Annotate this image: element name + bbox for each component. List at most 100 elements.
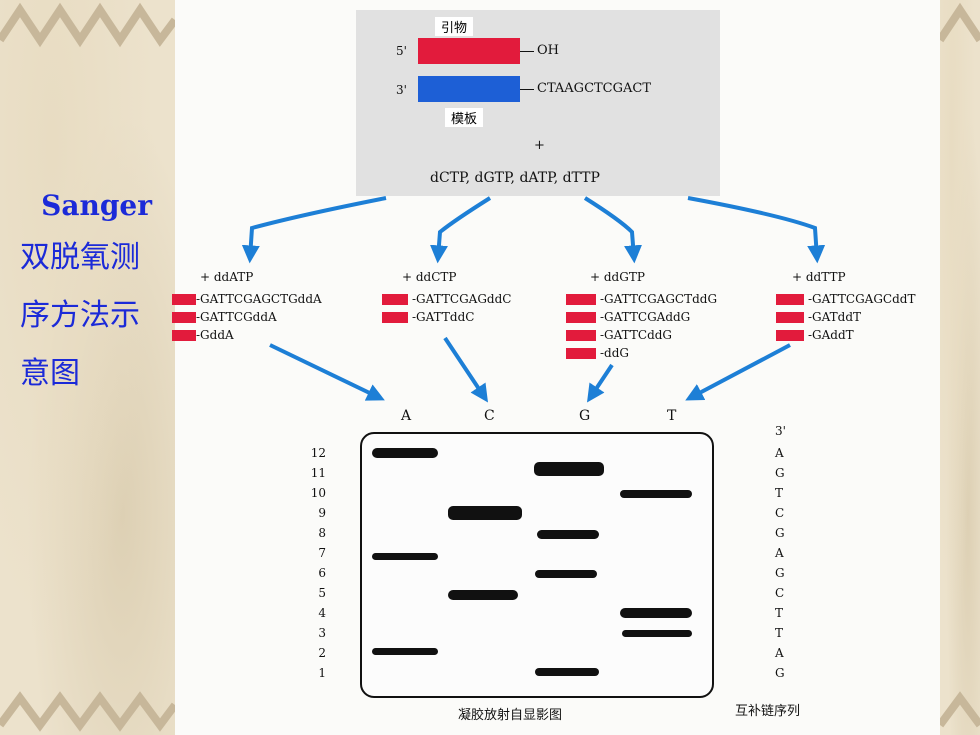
fragment-bar xyxy=(776,312,804,323)
fragment-bar xyxy=(382,312,408,323)
template-bar xyxy=(418,76,520,102)
band-number: 5 xyxy=(318,586,326,600)
gel-band xyxy=(448,590,518,600)
fragment-label: -GAddT xyxy=(808,328,854,342)
complement-base: C xyxy=(775,506,785,520)
arrow-c-to-gel xyxy=(443,336,488,403)
gel-band xyxy=(537,530,599,539)
complement-base: A xyxy=(775,546,784,560)
fragment-bar xyxy=(566,312,596,323)
zigzag-decoration-top-right xyxy=(940,2,980,43)
fragment-label: -GATTCGAGddC xyxy=(412,292,512,306)
fragment-label: -GATTddC xyxy=(412,310,475,324)
side-title-line4: 意图 xyxy=(20,356,80,391)
five-prime-label: 5' xyxy=(396,44,407,58)
complement-base: G xyxy=(775,666,785,680)
complement-base: A xyxy=(775,646,784,660)
complement-base: T xyxy=(775,606,784,620)
primer-end-label: OH xyxy=(537,43,559,58)
complement-base: A xyxy=(775,446,784,460)
band-number: 12 xyxy=(310,446,326,460)
complement-base: G xyxy=(775,566,785,580)
band-number: 9 xyxy=(318,506,326,520)
primer-line xyxy=(520,51,534,52)
gel-band xyxy=(448,506,522,520)
band-number: 1 xyxy=(318,666,326,680)
side-title-line2: 双脱氧测 xyxy=(20,240,140,275)
gel-band xyxy=(620,490,692,498)
band-number: 7 xyxy=(318,546,326,560)
zigzag-decoration-top-left xyxy=(0,2,175,48)
fragment-bar xyxy=(776,330,804,341)
complement-base: T xyxy=(775,626,784,640)
plus-sign: + xyxy=(534,138,545,153)
three-prime-label: 3' xyxy=(396,83,407,97)
fragment-label: -GATTCddG xyxy=(600,328,673,342)
fragment-label: -GATTCGAGCddT xyxy=(808,292,916,306)
reaction-mix-box xyxy=(356,10,720,196)
reaction-label-ddgtp: + ddGTP xyxy=(590,270,645,284)
arrow-g-to-gel xyxy=(587,363,614,403)
band-number: 8 xyxy=(318,526,326,540)
lane-label-g: G xyxy=(579,408,591,424)
band-number: 3 xyxy=(318,626,326,640)
side-title-line3: 序方法示 xyxy=(20,298,140,333)
band-number: 2 xyxy=(318,646,326,660)
fragment-label: -GATddT xyxy=(808,310,862,324)
fragment-bar xyxy=(172,294,196,305)
gel-caption: 凝胶放射自显影图 xyxy=(458,708,563,723)
gel-band xyxy=(534,462,604,476)
arrow-a-to-gel xyxy=(269,343,385,401)
gel-band xyxy=(372,448,438,458)
gel-band xyxy=(535,570,597,578)
fragment-bar xyxy=(566,294,596,305)
gel-band xyxy=(372,553,438,560)
fragment-bar xyxy=(566,348,596,359)
reaction-label-ddttp: + ddTTP xyxy=(792,270,846,284)
gel-band xyxy=(535,668,599,676)
fragment-label: -GATTCGAGCTddG xyxy=(600,292,718,306)
complement-base: T xyxy=(775,486,784,500)
side-title: Sanger 双脱氧测 序方法示 意图 xyxy=(20,180,160,400)
arrow-to-ddttp xyxy=(687,196,826,264)
fragment-label: -GATTCGddA xyxy=(196,310,277,324)
complement-header: 3' xyxy=(775,424,786,438)
dntp-list: dCTP, dGTP, dATP, dTTP xyxy=(430,170,600,186)
gel-band xyxy=(620,608,692,618)
lane-label-c: C xyxy=(484,408,495,424)
zigzag-decoration-bottom-right xyxy=(940,691,980,728)
fragment-bar xyxy=(382,294,408,305)
reaction-label-ddctp: + ddCTP xyxy=(402,270,457,284)
band-number: 10 xyxy=(310,486,326,500)
left-background xyxy=(0,0,175,735)
complement-base: C xyxy=(775,586,785,600)
arrow-to-ddctp xyxy=(429,196,492,264)
gel-band xyxy=(622,630,692,637)
lane-label-t: T xyxy=(667,408,677,424)
complement-base: G xyxy=(775,466,785,480)
template-label: 模板 xyxy=(445,108,484,127)
reaction-label-ddatp: + ddATP xyxy=(200,270,254,284)
arrow-t-to-gel xyxy=(685,343,791,401)
arrow-to-ddgtp xyxy=(583,196,643,264)
fragment-bar xyxy=(776,294,804,305)
gel-band xyxy=(372,648,438,655)
band-number: 6 xyxy=(318,566,326,580)
template-line xyxy=(520,89,534,90)
fragment-label: -GddA xyxy=(196,328,234,342)
fragment-bar xyxy=(172,312,196,323)
complement-base: G xyxy=(775,526,785,540)
template-sequence: CTAAGCTCGACT xyxy=(537,81,652,96)
zigzag-decoration-bottom-left xyxy=(0,691,175,732)
side-title-line1: Sanger xyxy=(41,189,152,222)
fragment-label: -GATTCGAGCTGddA xyxy=(196,292,322,306)
band-number: 11 xyxy=(310,466,326,480)
lane-label-a: A xyxy=(401,408,412,424)
complement-caption: 互补链序列 xyxy=(735,704,801,719)
fragment-label: -ddG xyxy=(600,346,630,360)
band-number: 4 xyxy=(318,606,326,620)
fragment-bar xyxy=(172,330,196,341)
primer-label: 引物 xyxy=(435,17,474,36)
fragment-bar xyxy=(566,330,596,341)
